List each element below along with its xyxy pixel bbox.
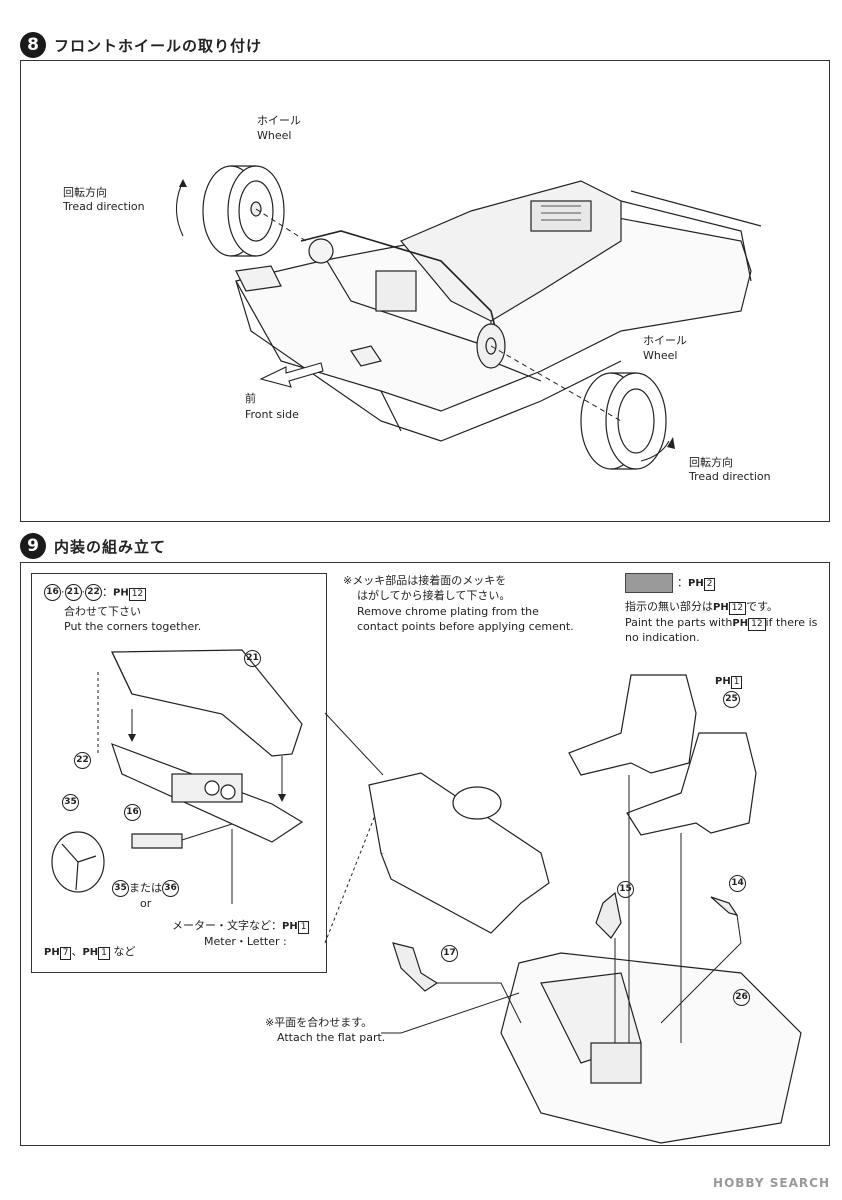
part-16-label: 16 (124, 804, 141, 821)
inset-part-35-top: 35 (62, 794, 79, 811)
or-jp: または (129, 881, 162, 895)
seat-ref: 1 (730, 676, 743, 689)
step-8-frame: ホイール Wheel 回転方向 Tread direction 前 Front … (20, 60, 830, 522)
unmarked-en-ph: PH (732, 618, 749, 629)
inset-meter-en: Meter・Letter : (204, 935, 287, 948)
swatch-ref: 2 (703, 578, 716, 591)
label-tread-right-en: Tread direction (689, 470, 771, 483)
nado-text: など (113, 945, 136, 958)
part-22-badge: 22 (85, 584, 102, 601)
part-26: 26 (733, 989, 750, 1006)
inset-or-en: or (140, 897, 152, 910)
dashboard-drawing (51, 649, 304, 904)
wheel-ref-1: 1 (98, 947, 110, 960)
unmarked-en-ref: 12 (748, 618, 766, 631)
label-tread-top-en: Tread direction (63, 200, 145, 213)
meter-jp: メーター・文字など： (172, 919, 282, 932)
footer-logo: HOBBY SEARCH (713, 1176, 830, 1190)
interior-drawing (324, 674, 802, 1144)
inset-part-16: 16 (124, 804, 141, 821)
note-chrome-jp2: はがしてから接着して下さい。 (357, 589, 511, 602)
step-9-title: 内装の組み立て (54, 537, 167, 556)
label-tread-right-jp: 回転方向 (689, 456, 733, 469)
part-14: 14 (729, 875, 746, 892)
inset-together-jp: 合わせて下さい (64, 605, 141, 618)
unmarked-jp: 指示の無い部分は (625, 600, 713, 613)
label-wheel-right-en: Wheel (643, 349, 678, 362)
part-15: 15 (617, 881, 634, 898)
part-16-badge: 16 (44, 584, 61, 601)
swatch-ph: PH (688, 578, 704, 589)
meter-ph: PH (282, 921, 298, 932)
color-ref-12: 12 (128, 587, 147, 601)
part-17: 17 (441, 945, 458, 962)
wheel-ph-a: PH (44, 947, 60, 958)
part-25-label: 25 (723, 691, 740, 708)
inset-part-21: 21 (244, 650, 261, 667)
part-17-label: 17 (441, 945, 458, 962)
label-front-en: Front side (245, 408, 299, 421)
part-21-label: 21 (244, 650, 261, 667)
part-14-label: 14 (729, 875, 746, 892)
note-unmarked-en2: no indication. (625, 631, 700, 644)
wheel-ph-b: PH (82, 947, 99, 958)
part-35-label: 35 (112, 880, 129, 897)
label-wheel-top-en: Wheel (257, 129, 292, 142)
note-chrome-en1: Remove chrome plating from the (357, 605, 539, 618)
unmarked-ref: 12 (728, 602, 747, 615)
unmarked-en1a: Paint the parts with (625, 616, 733, 629)
note-chrome-jp1: ※メッキ部品は接着面のメッキを (343, 574, 507, 587)
label-wheel-right-jp: ホイール (643, 334, 687, 347)
unmarked-ph: PH (713, 602, 729, 613)
unmarked-en1b: if there is (765, 616, 818, 629)
meter-ref: 1 (297, 921, 310, 934)
part-35-top-label: 35 (62, 794, 79, 811)
step-8-header: 8 フロントホイールの取り付け (20, 32, 262, 58)
label-wheel-top-jp: ホイール (257, 114, 301, 127)
step-9-number: 9 (20, 533, 46, 559)
unmarked-jp-end: です。 (746, 600, 779, 613)
step-8-title: フロントホイールの取り付け (54, 36, 263, 55)
color-swatch (625, 573, 673, 593)
part-21-badge: 21 (64, 584, 82, 601)
step-9-header: 9 内装の組み立て (20, 533, 166, 559)
label-front-jp: 前 (245, 392, 256, 405)
part-36-label: 36 (162, 880, 179, 897)
part-26-label: 26 (733, 989, 750, 1006)
ph-mark: PH (113, 587, 129, 599)
part-25: 25 (723, 691, 740, 708)
label-tread-top-jp: 回転方向 (63, 186, 107, 199)
inset-part-22: 22 (74, 752, 91, 769)
note-chrome-en2: contact points before applying cement. (357, 620, 574, 633)
inset-together-en: Put the corners together. (64, 620, 202, 633)
chassis-drawing (175, 165, 762, 470)
seat-ph: PH (715, 676, 731, 687)
note-flat-jp: ※平面を合わせます。 (265, 1016, 373, 1029)
part-15-label: 15 (617, 881, 634, 898)
wheel-ref-7: 7 (59, 947, 72, 960)
step-8-number: 8 (20, 32, 46, 58)
note-flat-en: Attach the flat part. (277, 1031, 386, 1044)
part-22-label: 22 (74, 752, 91, 769)
